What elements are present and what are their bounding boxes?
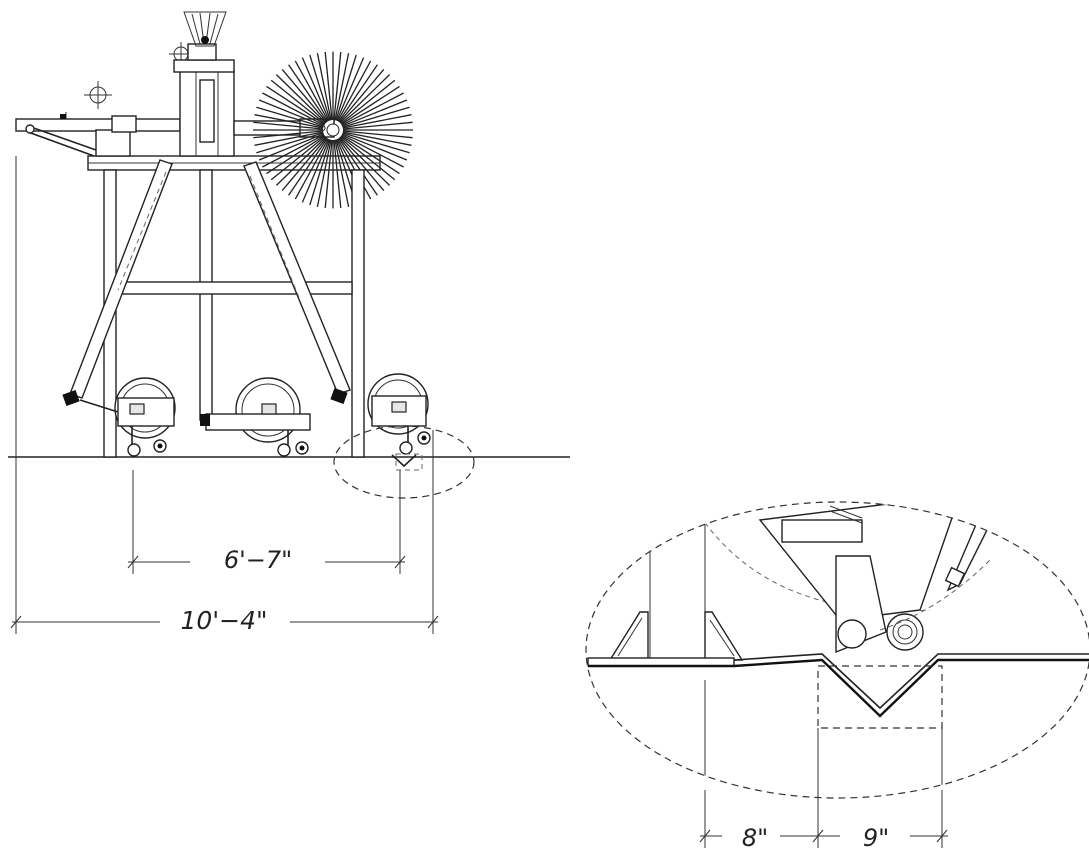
- brush-bristle: [254, 114, 324, 129]
- brush-bristle: [340, 135, 396, 181]
- diagonal-struts: [62, 159, 351, 407]
- central-mast: [173, 11, 235, 157]
- brush-bristle: [338, 68, 385, 123]
- svg-text:S: S: [803, 492, 810, 503]
- brush-bristle: [334, 139, 350, 208]
- brush-bristle: [275, 136, 327, 186]
- brush-bristle: [270, 79, 326, 125]
- brush-bristle: [340, 135, 400, 175]
- detail-boundary-ellipse: [585, 501, 1089, 799]
- brush-bristle: [266, 135, 326, 175]
- brush-bristle: [253, 121, 324, 130]
- brush-bristle: [256, 106, 324, 128]
- brush-bristle: [338, 137, 385, 192]
- dimension-caster-spacing-label: 6'−7": [224, 546, 292, 574]
- brush-bristle: [270, 135, 326, 181]
- brush-bristle: [262, 92, 325, 126]
- brush-bristle: [342, 131, 412, 146]
- brush-bristle: [256, 132, 324, 154]
- dimension-detail-groove: [818, 829, 948, 843]
- brush-bristle: [294, 138, 329, 200]
- dimension-caster-spacing: [127, 470, 406, 574]
- brush-bristle: [341, 133, 408, 161]
- brush-bristle: [324, 51, 333, 121]
- brush-bristle: [341, 99, 408, 127]
- main-elevation-view: 6'−7" 10'−4": [8, 11, 570, 635]
- brush-bristle: [342, 130, 413, 139]
- brush-bristle: [288, 137, 328, 196]
- brush-bristle: [337, 138, 372, 200]
- brush-bristle: [309, 139, 331, 206]
- brush-bristle: [288, 64, 328, 123]
- brush-bristle: [253, 130, 324, 139]
- brush-bristle: [341, 134, 404, 168]
- brush-bristle: [333, 139, 342, 209]
- dimension-detail-offset-label: 8": [742, 824, 768, 852]
- brush-bristle: [335, 54, 357, 121]
- reel-wheel-left: [79, 377, 176, 457]
- detail-view: S: [585, 492, 1089, 852]
- dimension-overall-width-label: 10'−4": [180, 606, 267, 635]
- brush-bristle: [324, 139, 333, 209]
- brush-bristle: [339, 136, 391, 186]
- brush-hub: [326, 123, 340, 137]
- brush-bristle: [301, 138, 330, 203]
- brush-bristle: [336, 57, 365, 122]
- brush-bristle: [254, 131, 324, 146]
- brush-bristle: [294, 60, 329, 122]
- brush-bristle: [281, 68, 328, 123]
- brush-bristle: [301, 57, 330, 122]
- brush-bristle: [275, 74, 327, 124]
- detail-callout-ellipse: [333, 425, 475, 499]
- brush-bristle: [342, 132, 410, 154]
- brush-bristle: [340, 79, 396, 125]
- brush-bristle: [339, 74, 391, 124]
- reel-wheel-right: [367, 373, 431, 471]
- brush-bristle: [316, 139, 332, 208]
- brush-bristle: [342, 121, 413, 130]
- brush-bristle: [262, 134, 325, 168]
- dimension-overall-width: [10, 156, 439, 634]
- brush-bristle: [342, 114, 412, 129]
- brush-bristle: [340, 85, 400, 125]
- brush-bristle: [266, 85, 326, 125]
- brush-bristle: [334, 52, 350, 121]
- brush-bristle: [333, 51, 342, 121]
- rotary-brush: [253, 51, 413, 209]
- brush-bristle: [309, 54, 331, 121]
- left-arm: [15, 112, 181, 157]
- brush-bristle: [281, 137, 328, 192]
- brush-bristle: [337, 60, 372, 122]
- brush-bristle: [258, 133, 325, 161]
- brush-bristle: [316, 52, 332, 121]
- brush-bristle: [338, 64, 378, 123]
- dimension-detail-groove-label: 9": [863, 824, 889, 852]
- brush-bristle: [341, 92, 404, 126]
- brush-bristle: [338, 137, 378, 196]
- brush-bristle: [258, 99, 325, 127]
- crosshair-symbol: [84, 81, 112, 109]
- brush-bristle: [342, 106, 410, 128]
- reel-wheel-center: [200, 377, 311, 457]
